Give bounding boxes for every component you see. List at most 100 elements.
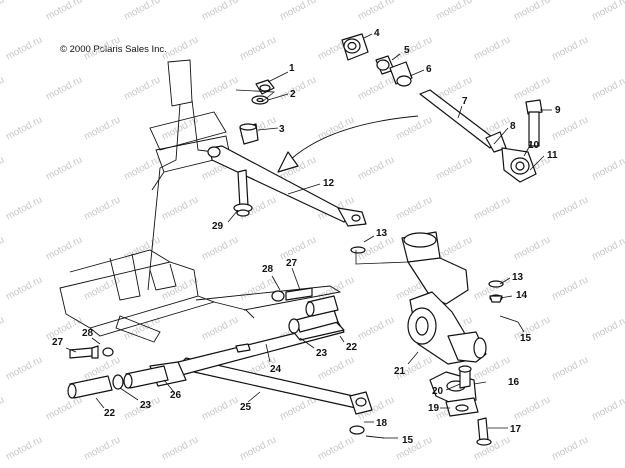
- callout-21: 21: [394, 366, 406, 377]
- castle-nut-cotter: [349, 425, 385, 439]
- watermark-text: motod.ru: [44, 154, 84, 182]
- watermark-text: motod.ru: [512, 314, 552, 342]
- watermark-text: motod.ru: [0, 314, 6, 342]
- callout-24: 24: [270, 364, 282, 375]
- callout-1: 1: [289, 63, 295, 74]
- watermark-text: motod.ru: [122, 234, 162, 262]
- bolt-29: [233, 169, 253, 217]
- watermark-text: motod.ru: [238, 434, 278, 462]
- callout-labels: 1 2 3 4 5 6 7 8 9 10 11 12 13 13 14 15 1…: [52, 28, 561, 446]
- watermark-text: motod.ru: [550, 274, 590, 302]
- watermark-text: motod.ru: [238, 34, 278, 62]
- callout-17: 17: [510, 424, 522, 435]
- watermark-text: motod.ru: [0, 0, 6, 23]
- callout-6: 6: [426, 64, 432, 75]
- callout-3: 3: [279, 124, 285, 135]
- watermark-text: motod.ru: [278, 234, 318, 262]
- frame-outline: [59, 59, 342, 343]
- watermark-text: motod.ru: [356, 0, 396, 23]
- assembly-arrow: [277, 115, 419, 173]
- watermark-text: motod.ru: [122, 74, 162, 102]
- watermark-text: motod.ru: [200, 74, 240, 102]
- callout-27: 27: [52, 337, 64, 348]
- watermark-text: motod.ru: [316, 434, 356, 462]
- watermark-text: motod.ru: [394, 114, 434, 142]
- watermark-text: motod.ru: [200, 0, 240, 23]
- watermark-text: motod.ru: [200, 394, 240, 422]
- callout-14: 14: [516, 290, 528, 301]
- callout-23: 23: [316, 348, 328, 359]
- callout-4: 4: [374, 28, 380, 39]
- callout-13: 13: [376, 228, 388, 239]
- watermark-text: motod.ru: [550, 354, 590, 382]
- watermark-text: motod.ru: [550, 34, 590, 62]
- watermark-text: motod.ru: [122, 154, 162, 182]
- callout-22b: 22: [104, 408, 116, 419]
- watermark-text: motod.ru: [200, 234, 240, 262]
- watermark-text: motod.ru: [278, 0, 318, 23]
- watermark-text: motod.ru: [122, 0, 162, 23]
- watermark-text: motod.ru: [550, 114, 590, 142]
- callout-13b: 13: [512, 272, 524, 283]
- watermark-text: motod.ru: [356, 74, 396, 102]
- watermark-text: motod.ru: [44, 74, 84, 102]
- watermark-text: motod.ru: [356, 314, 396, 342]
- callout-12: 12: [323, 178, 335, 189]
- watermark-text: motod.ru: [394, 434, 434, 462]
- callout-2: 2: [290, 89, 296, 100]
- watermark-text: motod.ru: [82, 274, 122, 302]
- spindle-hardware-right: [350, 246, 519, 323]
- watermark-text: motod.ru: [590, 154, 625, 182]
- callout-15: 15: [520, 333, 532, 344]
- watermark-text: motod.ru: [160, 194, 200, 222]
- copyright-notice: © 2000 Polaris Sales Inc.: [60, 44, 167, 55]
- callout-27b: 27: [286, 258, 298, 269]
- callout-11: 11: [547, 150, 558, 161]
- callout-16: 16: [508, 377, 520, 388]
- watermark-text: motod.ru: [550, 194, 590, 222]
- ball-joint-assembly: [445, 365, 492, 446]
- watermark-text: motod.ru: [160, 434, 200, 462]
- watermark-text: motod.ru: [590, 394, 625, 422]
- watermark-text: motod.ru: [200, 314, 240, 342]
- watermark-text: motod.ru: [44, 394, 84, 422]
- watermark-text: motod.ru: [4, 434, 44, 462]
- watermark-text: motod.ru: [590, 314, 625, 342]
- watermark-text: motod.ru: [4, 194, 44, 222]
- callout-19: 19: [428, 403, 440, 414]
- watermark-text: motod.ru: [278, 74, 318, 102]
- watermark-text: motod.ru: [4, 34, 44, 62]
- callout-15b: 15: [402, 435, 414, 446]
- watermark-text: motod.ru: [44, 314, 84, 342]
- callout-5: 5: [404, 45, 410, 56]
- upper-hardware: [239, 79, 275, 145]
- watermark-text: motod.ru: [512, 234, 552, 262]
- watermark-text: motod.ru: [512, 0, 552, 23]
- watermark-text: motod.ru: [434, 0, 474, 23]
- bushings: [67, 295, 339, 399]
- callout-28b: 28: [262, 264, 274, 275]
- callout-20: 20: [432, 386, 444, 397]
- callout-29: 29: [212, 221, 224, 232]
- callout-18: 18: [376, 418, 388, 429]
- callout-26: 26: [170, 390, 182, 401]
- watermark-text: motod.ru: [434, 154, 474, 182]
- tie-rod: [207, 145, 367, 227]
- watermark-text: motod.ru: [4, 354, 44, 382]
- watermark-text: motod.ru: [82, 434, 122, 462]
- watermark-text: motod.ru: [550, 434, 590, 462]
- callout-8: 8: [510, 121, 516, 132]
- watermark-text: motod.ru: [160, 274, 200, 302]
- tie-rod-end-assembly: [341, 33, 543, 183]
- watermark-text: motod.ru: [590, 0, 625, 23]
- callout-25: 25: [240, 402, 252, 413]
- watermark-text: motod.ru: [512, 74, 552, 102]
- watermark-text: motod.ru: [394, 194, 434, 222]
- watermark-text: motod.ru: [472, 34, 512, 62]
- watermark-text: motod.ru: [0, 394, 6, 422]
- callout-28: 28: [82, 328, 94, 339]
- leader-lines: [65, 33, 552, 439]
- watermark-text: motod.ru: [394, 34, 434, 62]
